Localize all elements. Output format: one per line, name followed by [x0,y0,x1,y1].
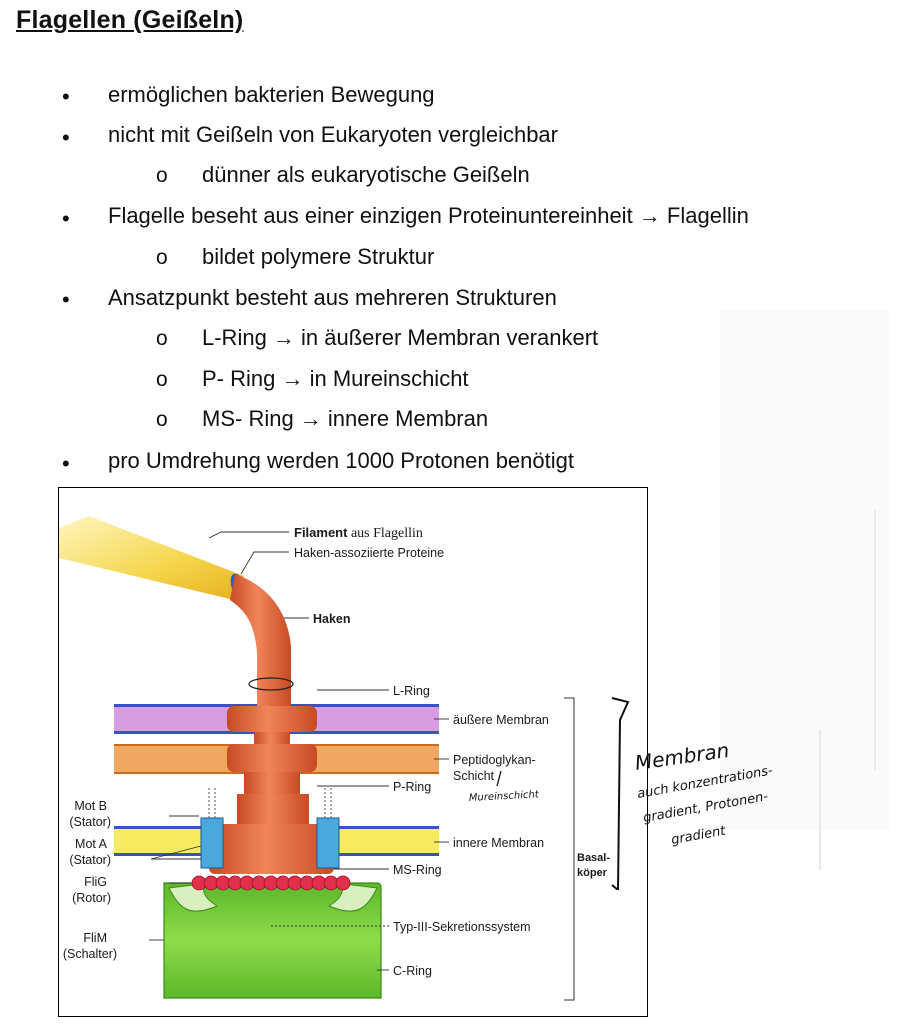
list-item: Ansatzpunkt besteht aus mehreren Struktu… [108,285,557,310]
ms-ring [209,824,334,874]
label-p-ring: P-Ring [393,780,431,794]
l-ring-band [248,677,294,691]
handwritten-mureinschicht: Mureinschicht [469,789,540,804]
flig-beads [191,875,351,891]
label-mot-a: Mot A [75,837,108,851]
label-c-ring: C-Ring [393,964,432,978]
list-item: pro Umdrehung werden 1000 Protonen benöt… [108,448,574,473]
handwritten-line4: gradient [670,824,727,848]
hook [230,574,291,708]
label-type3: Typ-III-Sekretionssystem [393,920,531,934]
sub-bullet-circle: o [156,164,168,187]
sub-list-item: L-Ring → in äußerer Membran verankert [202,325,599,350]
list-item: Flagelle beseht aus einer einzigen Prote… [108,203,749,228]
label-peptidoglycan-2: Schicht [453,769,495,783]
basal-body-bracket [564,697,575,1001]
label-hook-associated: Haken-assoziierte Proteine [294,546,444,560]
leader-lines [149,531,449,971]
sub-bullet-circle: o [156,368,168,391]
label-flig: FliG [84,875,107,889]
sub-bullet-circle: o [156,246,168,269]
flagellum-diagram: Filament aus Flagellin Haken-assoziierte… [59,516,610,1001]
scan-artifact [720,310,890,870]
filament [59,516,244,600]
sub-list-item: dünner als eukaryotische Geißeln [202,162,530,187]
label-peptidoglycan: Peptidoglykan- [453,753,536,767]
bullet-dot: • [62,125,70,150]
bullet-dot: • [62,206,70,231]
label-inner-membrane: innere Membran [453,836,544,850]
handwritten-annotation: Membran auch konzentrations- gradient, P… [611,697,774,890]
bullet-dot: • [62,84,70,109]
label-mot-b-2: (Stator) [69,815,111,829]
label-flim: FliM [83,931,107,945]
l-ring [227,706,317,732]
rod [237,794,309,828]
list-item: nicht mit Geißeln von Eukaryoten verglei… [108,122,558,147]
label-outer-membrane: äußere Membran [453,713,549,727]
stator-right [316,788,340,869]
sub-list-item: MS- Ring → innere Membran [202,406,489,431]
sub-list-item: bildet polymere Struktur [202,244,435,269]
label-hook: Haken [313,612,351,626]
label-filament: Filament aus Flagellin [294,525,423,541]
label-l-ring: L-Ring [393,684,430,698]
rod [254,732,290,746]
label-basal: Basal- [577,852,610,864]
stator-left [200,788,224,869]
page-title: Flagellen (Geißeln) [16,6,244,34]
sub-bullet-circle: o [156,327,168,350]
p-ring [227,744,317,772]
label-basal-2: köper [577,867,608,879]
bullet-dot: • [62,451,70,476]
bullet-dot: • [62,287,70,312]
flagellum-figure: Filament aus Flagellin Haken-assoziierte… [58,487,648,1017]
list-item: ermöglichen bakterien Bewegung [108,82,435,107]
handwritten-membran: Membran [633,738,730,775]
label-ms-ring: MS-Ring [393,863,442,877]
label-flig-2: (Rotor) [72,891,111,905]
label-mot-b: Mot B [74,799,107,813]
sub-bullet-circle: o [156,408,168,431]
c-ring [163,882,382,999]
label-flim-2: (Schalter) [63,947,117,961]
sub-list-item: P- Ring → in Mureinschicht [202,366,469,391]
label-mot-a-2: (Stator) [69,853,111,867]
